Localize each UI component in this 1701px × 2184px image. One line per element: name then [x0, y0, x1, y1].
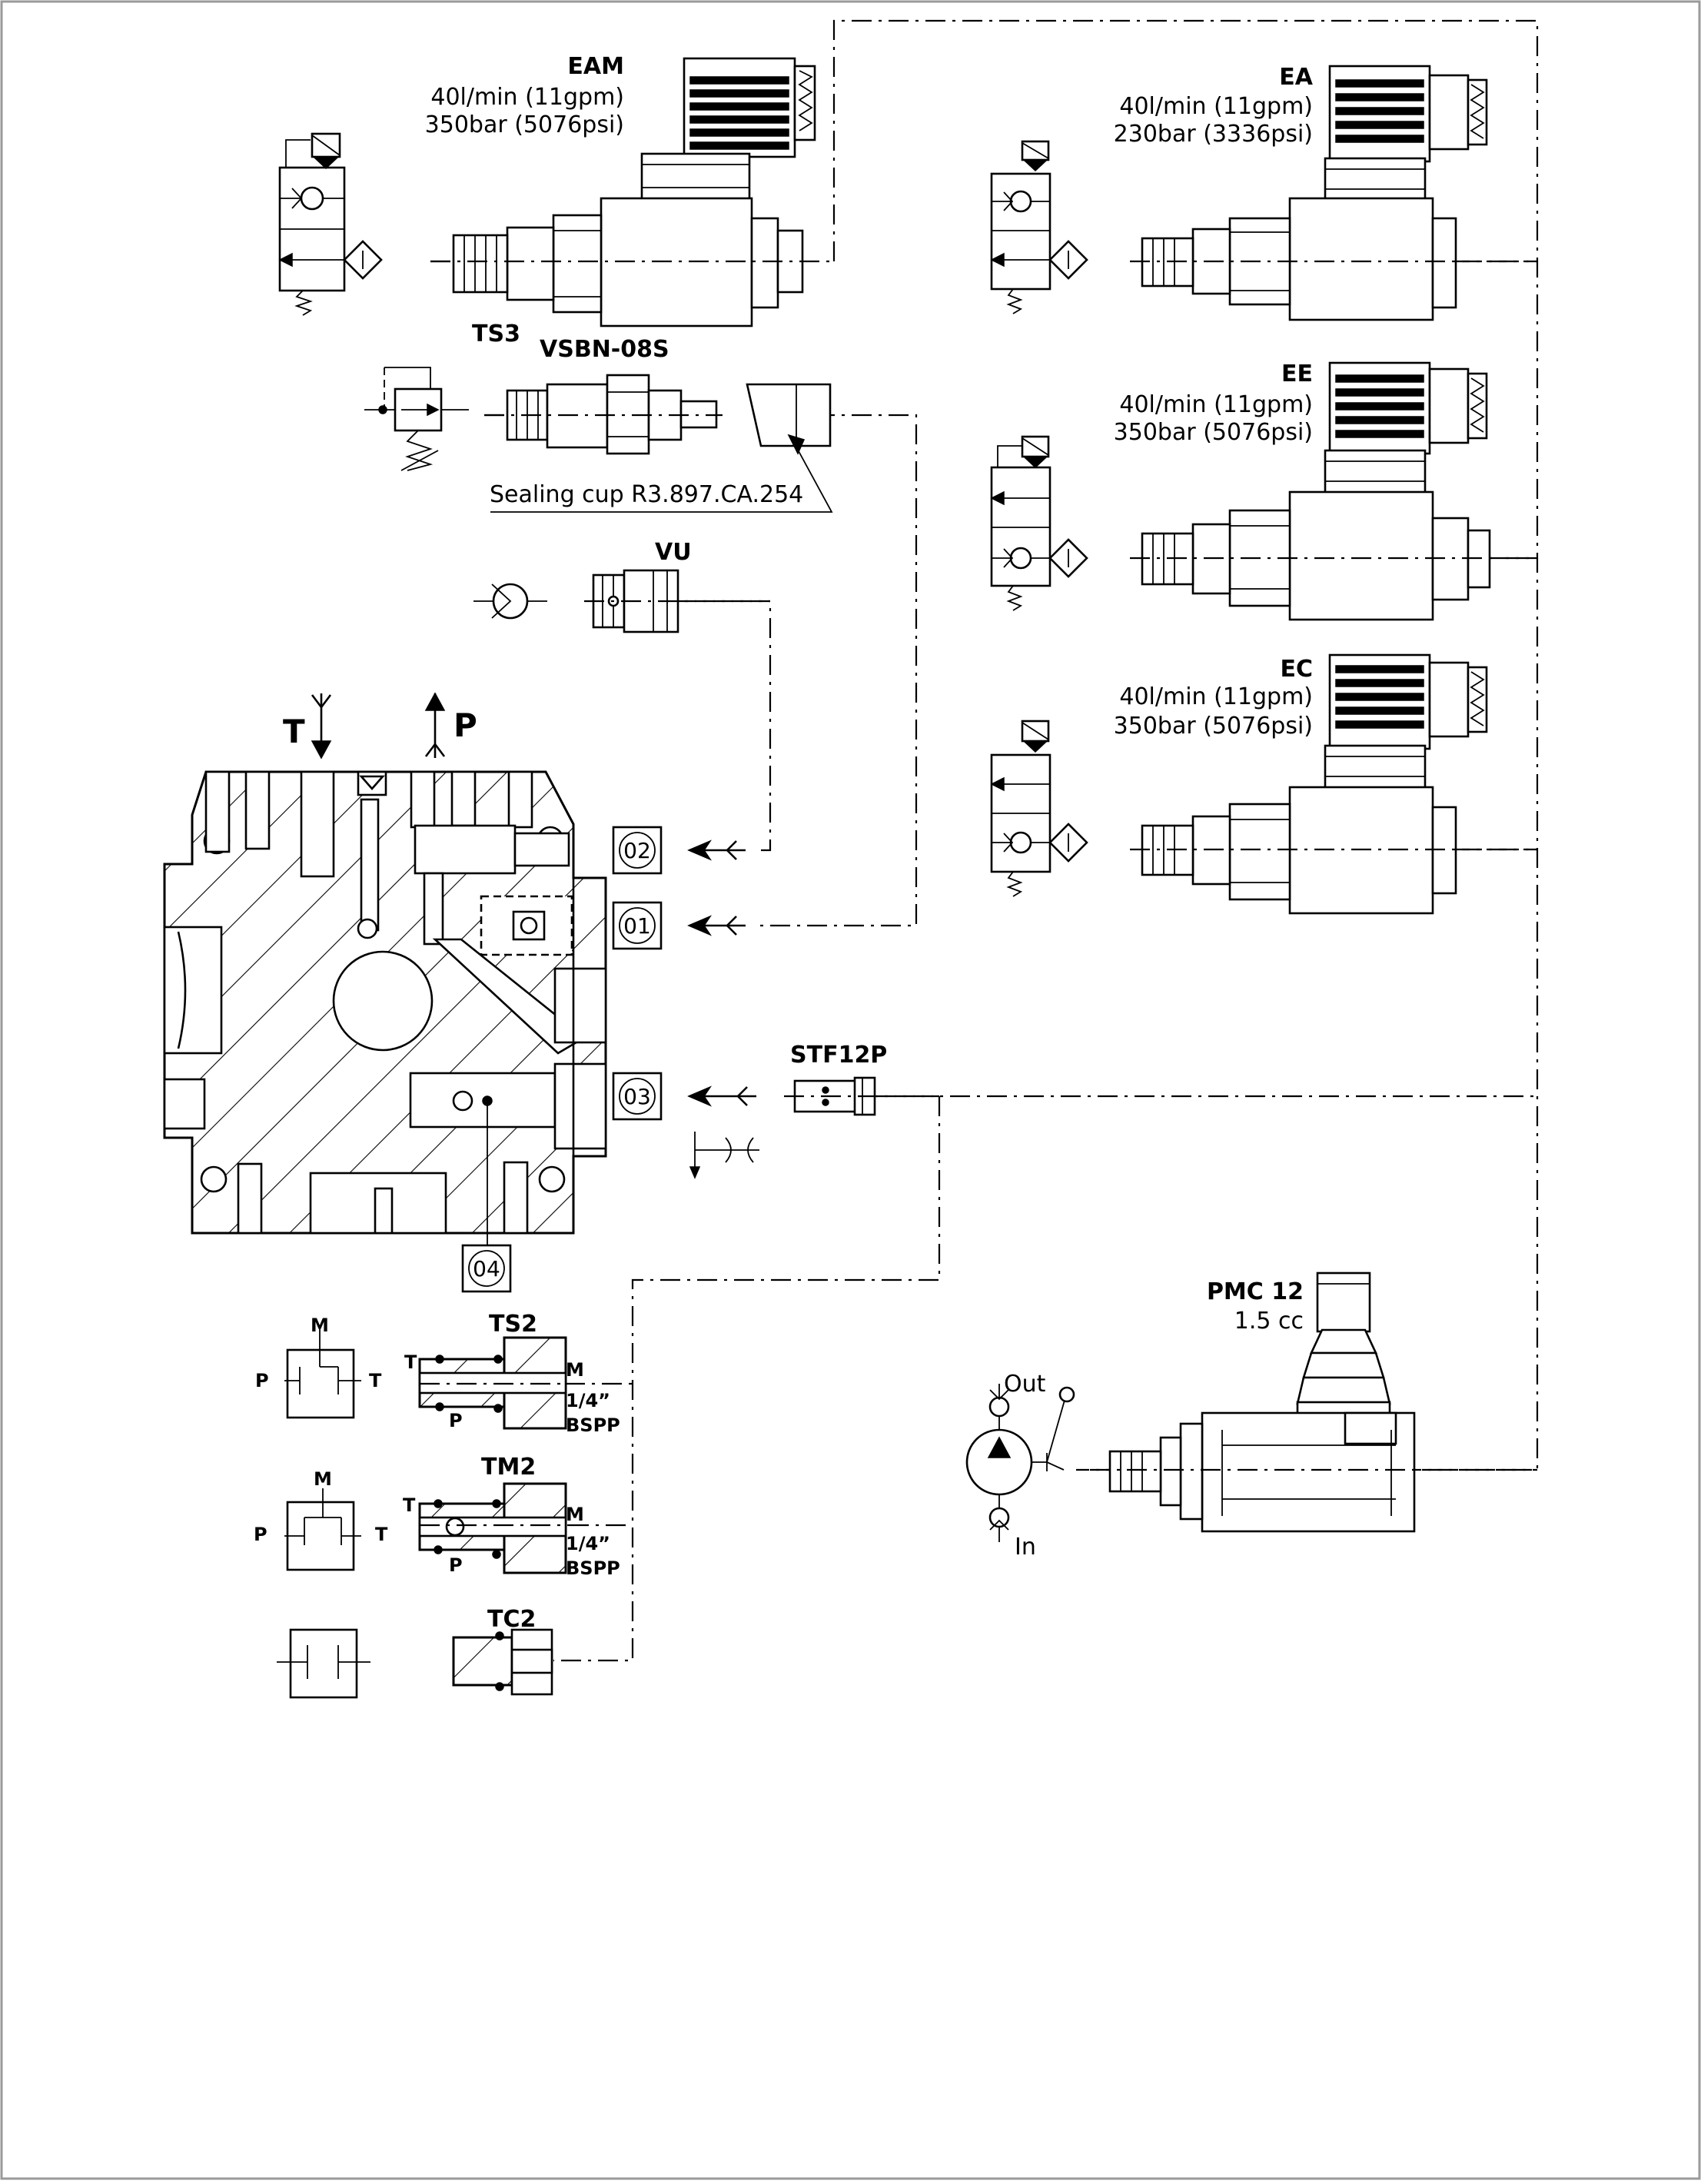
manifold-body: [163, 770, 607, 1252]
ts2-sym-t: T: [369, 1370, 382, 1391]
tm2-symbol: [284, 1488, 361, 1571]
ec-name: EC: [1280, 656, 1313, 683]
pmc12-in-label: In: [1015, 1534, 1036, 1561]
ea-valve: [1130, 65, 1537, 321]
ec-flow: 40l/min (11gpm): [1119, 683, 1313, 710]
tm2-thread-2: BSPP: [566, 1557, 620, 1579]
tm2-p: P: [449, 1554, 463, 1576]
tm2-thread-1: 1/4”: [566, 1533, 610, 1554]
pmc12-symbol: [965, 1384, 1075, 1542]
port-01: 01: [612, 901, 663, 950]
ts2-symbol: [284, 1325, 361, 1419]
t-port-label: T: [283, 713, 305, 750]
sealing-cup-label: Sealing cup R3.897.CA.254: [490, 481, 803, 508]
ts2-t: T: [404, 1351, 417, 1373]
port-01-label: 01: [623, 913, 651, 939]
ec-pressure: 350bar (5076psi): [1114, 713, 1313, 740]
tm2-sym-t: T: [375, 1524, 388, 1545]
vsbn-name: VSBN-08S: [540, 336, 669, 363]
tm2-sym-m: M: [314, 1468, 332, 1490]
p-arrow-icon: [424, 692, 446, 758]
ea-pressure: 230bar (3336psi): [1114, 121, 1313, 148]
port-02: 02: [612, 826, 663, 875]
vsbn-valve: [484, 374, 723, 455]
port-02-label: 02: [623, 838, 651, 863]
eam-symbol: [278, 132, 383, 316]
pmc12-out-label: Out: [1004, 1371, 1046, 1398]
ts2-sym-m: M: [311, 1315, 329, 1336]
port-02-arrow-icon: [687, 839, 746, 861]
ee-valve: [1130, 361, 1537, 621]
tm2-name: TM2: [481, 1454, 536, 1481]
tc2-symbol: [277, 1628, 370, 1699]
vu-valve: [584, 569, 770, 633]
ts2-name: TS2: [489, 1311, 537, 1338]
port-04: 04: [461, 1244, 512, 1293]
eam-flow: 40l/min (11gpm): [430, 84, 624, 111]
vu-name: VU: [655, 539, 692, 566]
port-03: 03: [612, 1072, 663, 1121]
pmc12-displacement: 1.5 cc: [1234, 1308, 1304, 1335]
ec-symbol: [990, 720, 1088, 897]
orifice-symbol-icon: [689, 1132, 759, 1179]
tc2-name: TC2: [487, 1606, 536, 1633]
ts2-sym-p: P: [255, 1370, 269, 1391]
port-03-label: 03: [623, 1084, 651, 1109]
ea-symbol: [990, 140, 1088, 314]
eam-valve: [430, 57, 830, 327]
eam-pressure: 350bar (5076psi): [425, 111, 624, 138]
port-01-arrow-icon: [687, 915, 746, 936]
tm2-sym-p: P: [254, 1524, 267, 1545]
ts2-m: M: [566, 1359, 584, 1381]
ts2-fitting: [418, 1336, 567, 1430]
stf12p-valve: [784, 1076, 939, 1116]
ts2-p: P: [449, 1410, 463, 1431]
pmc12-name: PMC 12: [1207, 1278, 1304, 1305]
ec-valve: [1130, 653, 1537, 915]
tm2-t: T: [403, 1494, 416, 1516]
ts2-thread-2: BSPP: [566, 1414, 620, 1436]
ee-symbol: [990, 435, 1088, 611]
tm2-fitting: [418, 1482, 569, 1574]
ea-flow: 40l/min (11gpm): [1119, 93, 1313, 120]
stf12p-name: STF12P: [790, 1042, 887, 1069]
ee-name: EE: [1281, 361, 1313, 387]
t-arrow-icon: [311, 693, 332, 760]
ee-flow: 40l/min (11gpm): [1119, 391, 1313, 418]
ee-pressure: 350bar (5076psi): [1114, 419, 1313, 446]
port-04-label: 04: [473, 1256, 500, 1281]
ea-name: EA: [1279, 64, 1313, 91]
sealing-cup: [490, 383, 833, 513]
ts3-name: TS3: [472, 321, 520, 347]
port-03-arrow-icon: [687, 1085, 756, 1107]
eam-name: EAM: [567, 53, 624, 80]
pmc12-pump: [1090, 1272, 1537, 1533]
tm2-m: M: [566, 1504, 584, 1525]
tc2-plug: [452, 1628, 553, 1696]
ts3-symbol: [364, 367, 469, 471]
p-port-label: P: [453, 706, 477, 744]
ts2-thread-1: 1/4”: [566, 1390, 610, 1411]
vu-symbol: [473, 583, 547, 620]
